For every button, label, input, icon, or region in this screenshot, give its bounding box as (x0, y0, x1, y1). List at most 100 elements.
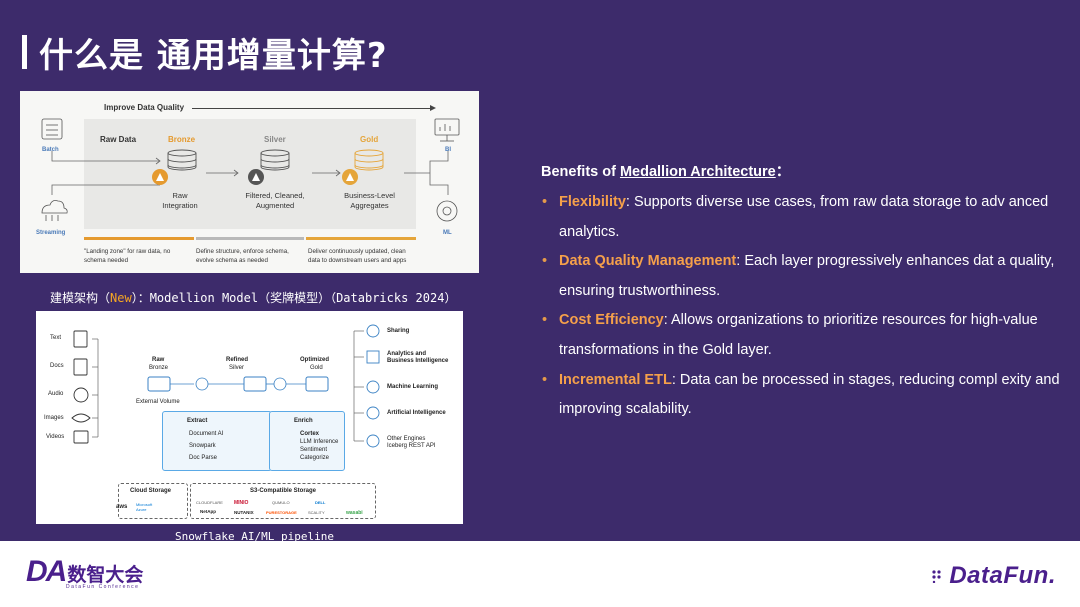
benefit-key: Cost Efficiency (559, 312, 664, 329)
da-conference-logo: DA 数智大会 DataFun Conference (26, 555, 144, 591)
streaming-label: Streaming (36, 230, 66, 236)
silver-db-icon (260, 149, 290, 171)
heading-suffix: ： (775, 164, 791, 180)
datafun-logo: DataFun. (931, 562, 1056, 590)
benefit-text: : Data can be processed in stages, reduc… (559, 371, 1060, 418)
analytics-icon (366, 350, 380, 364)
refined-label: Refined (226, 357, 249, 363)
medallion-graphics (41, 118, 460, 222)
enrich-item: Categorize (300, 455, 330, 461)
machine-learning-icon (366, 380, 380, 394)
input-connector (92, 338, 99, 438)
sharing-icon (366, 324, 380, 338)
refined-stage-icon (243, 376, 267, 392)
extract-item: Document AI (189, 431, 224, 437)
refined-sub: Silver (229, 365, 245, 371)
purestorage-logo: PURESTORAGE (266, 510, 297, 515)
s3-storage-label: S3-Compatible Storage (250, 488, 317, 494)
snowflake-diagram: Text Docs Audio Images Videos Raw Bronze… (36, 311, 463, 524)
slide: 什么是 通用增量计算? Improve Data Quality (0, 0, 1080, 541)
benefits-list: Flexibility: Supports diverse use cases,… (541, 188, 1067, 425)
benefit-text: : Allows organizations to prioritize res… (559, 312, 1038, 358)
extract-title: Extract (187, 418, 208, 424)
heading-prefix: Benefits of (541, 164, 620, 180)
input-videos: Videos (46, 434, 65, 440)
da-mark: DA (26, 555, 67, 588)
text-icon (73, 330, 88, 348)
input-images: Images (44, 415, 64, 421)
datafun-dots-icon (932, 570, 941, 583)
audio-icon (73, 387, 89, 403)
stage-connectors (170, 377, 306, 391)
benefit-key: Flexibility (559, 194, 626, 210)
gold-note: Deliver continuously updated, clean data… (308, 248, 407, 264)
silver-bar (196, 237, 304, 240)
raw-sub: Bronze (149, 365, 169, 371)
benefit-item: Cost Efficiency: Allows organizations to… (541, 306, 1067, 365)
raw-stage-icon (147, 376, 171, 392)
caption-new: New (110, 291, 132, 305)
caption-suffix: ）：Modellion Model（奖牌模型）（Databricks 2024） (131, 291, 457, 305)
silver-note: Define structure, enforce schema, evolve… (196, 248, 289, 264)
benefit-item: Flexibility: Supports diverse use cases,… (541, 188, 1067, 247)
bronze-bar (84, 237, 194, 240)
minio-logo: MINIO (234, 500, 249, 506)
medallion-diagram: Improve Data Quality (20, 91, 479, 273)
cloud-storage-box (118, 483, 188, 519)
slide-title: 什么是 通用增量计算? (22, 30, 388, 76)
benefits-heading: Benefits of Medallion Architecture： (541, 160, 790, 181)
optimized-label: Optimized (300, 357, 330, 363)
snowflake-caption: Snowflake AI/ML pipeline (175, 530, 334, 541)
caption-prefix: 建模架构（ (50, 291, 111, 305)
benefit-item: Incremental ETL: Data can be processed i… (541, 366, 1067, 425)
videos-icon (73, 430, 89, 444)
batch-icon (41, 118, 63, 140)
bronze-sub: Raw Integration (162, 191, 198, 210)
silver-sub: Filtered, Cleaned, Augmented (245, 191, 305, 210)
heading-link: Medallion Architecture (619, 164, 776, 180)
bronze-note: "Landing zone" for raw data, no schema n… (84, 248, 171, 264)
enrich-box: Enrich Cortex LLM Inference Sentiment Ca… (269, 411, 345, 471)
extract-box: Extract Document AI Snowpark Doc Parse (162, 411, 272, 471)
bi-icon (434, 118, 460, 142)
datafun-text: DataFun. (949, 562, 1056, 589)
gold-label: Gold (360, 135, 379, 144)
improve-quality-label: Improve Data Quality (104, 103, 185, 112)
enrich-item: Sentiment (300, 447, 328, 453)
aws-logo: aws (116, 504, 128, 510)
optimized-stage-icon (305, 376, 329, 392)
input-docs: Docs (50, 363, 64, 369)
output-sharing: Sharing (387, 328, 410, 334)
azure-logo: Microsoft Azure (136, 502, 153, 512)
medallion-caption: 建模架构（New）：Modellion Model（奖牌模型）（Databric… (50, 289, 456, 306)
input-audio: Audio (48, 391, 64, 397)
extract-item: Snowpark (189, 443, 216, 449)
docs-icon (73, 358, 88, 376)
enrich-item: LLM Inference (300, 439, 339, 445)
benefit-text: : Each layer progressively enhances dat … (559, 253, 1055, 299)
raw-data-label: Raw Data (100, 135, 137, 144)
benefit-item: Data Quality Management: Each layer prog… (541, 247, 1067, 306)
snowflake-graphics (71, 324, 380, 448)
bronze-db-icon (167, 149, 197, 171)
benefit-key: Incremental ETL (559, 371, 672, 388)
gold-db-icon (354, 149, 384, 171)
ml-label: ML (443, 230, 452, 236)
da-en: DataFun Conference (66, 584, 140, 590)
scality-logo: SCALITY (308, 510, 325, 515)
cloudflare-logo: CLOUDFLARE (196, 500, 223, 505)
streaming-icon (41, 200, 68, 221)
output-ai: Artificial Intelligence (387, 410, 446, 416)
s3-storage-box (190, 483, 376, 519)
improve-quality-arrow (192, 108, 434, 109)
ml-icon (436, 200, 458, 222)
da-cn: 数智大会 (67, 564, 144, 586)
flow-lines (51, 151, 449, 195)
arrow-head-icon (430, 105, 436, 111)
extract-item: Doc Parse (189, 455, 218, 461)
output-ml: Machine Learning (387, 384, 439, 390)
images-icon (71, 413, 91, 423)
output-connector (353, 330, 364, 442)
cloud-storage-label: Cloud Storage (130, 488, 172, 494)
external-volume-label: External Volume (136, 399, 180, 405)
